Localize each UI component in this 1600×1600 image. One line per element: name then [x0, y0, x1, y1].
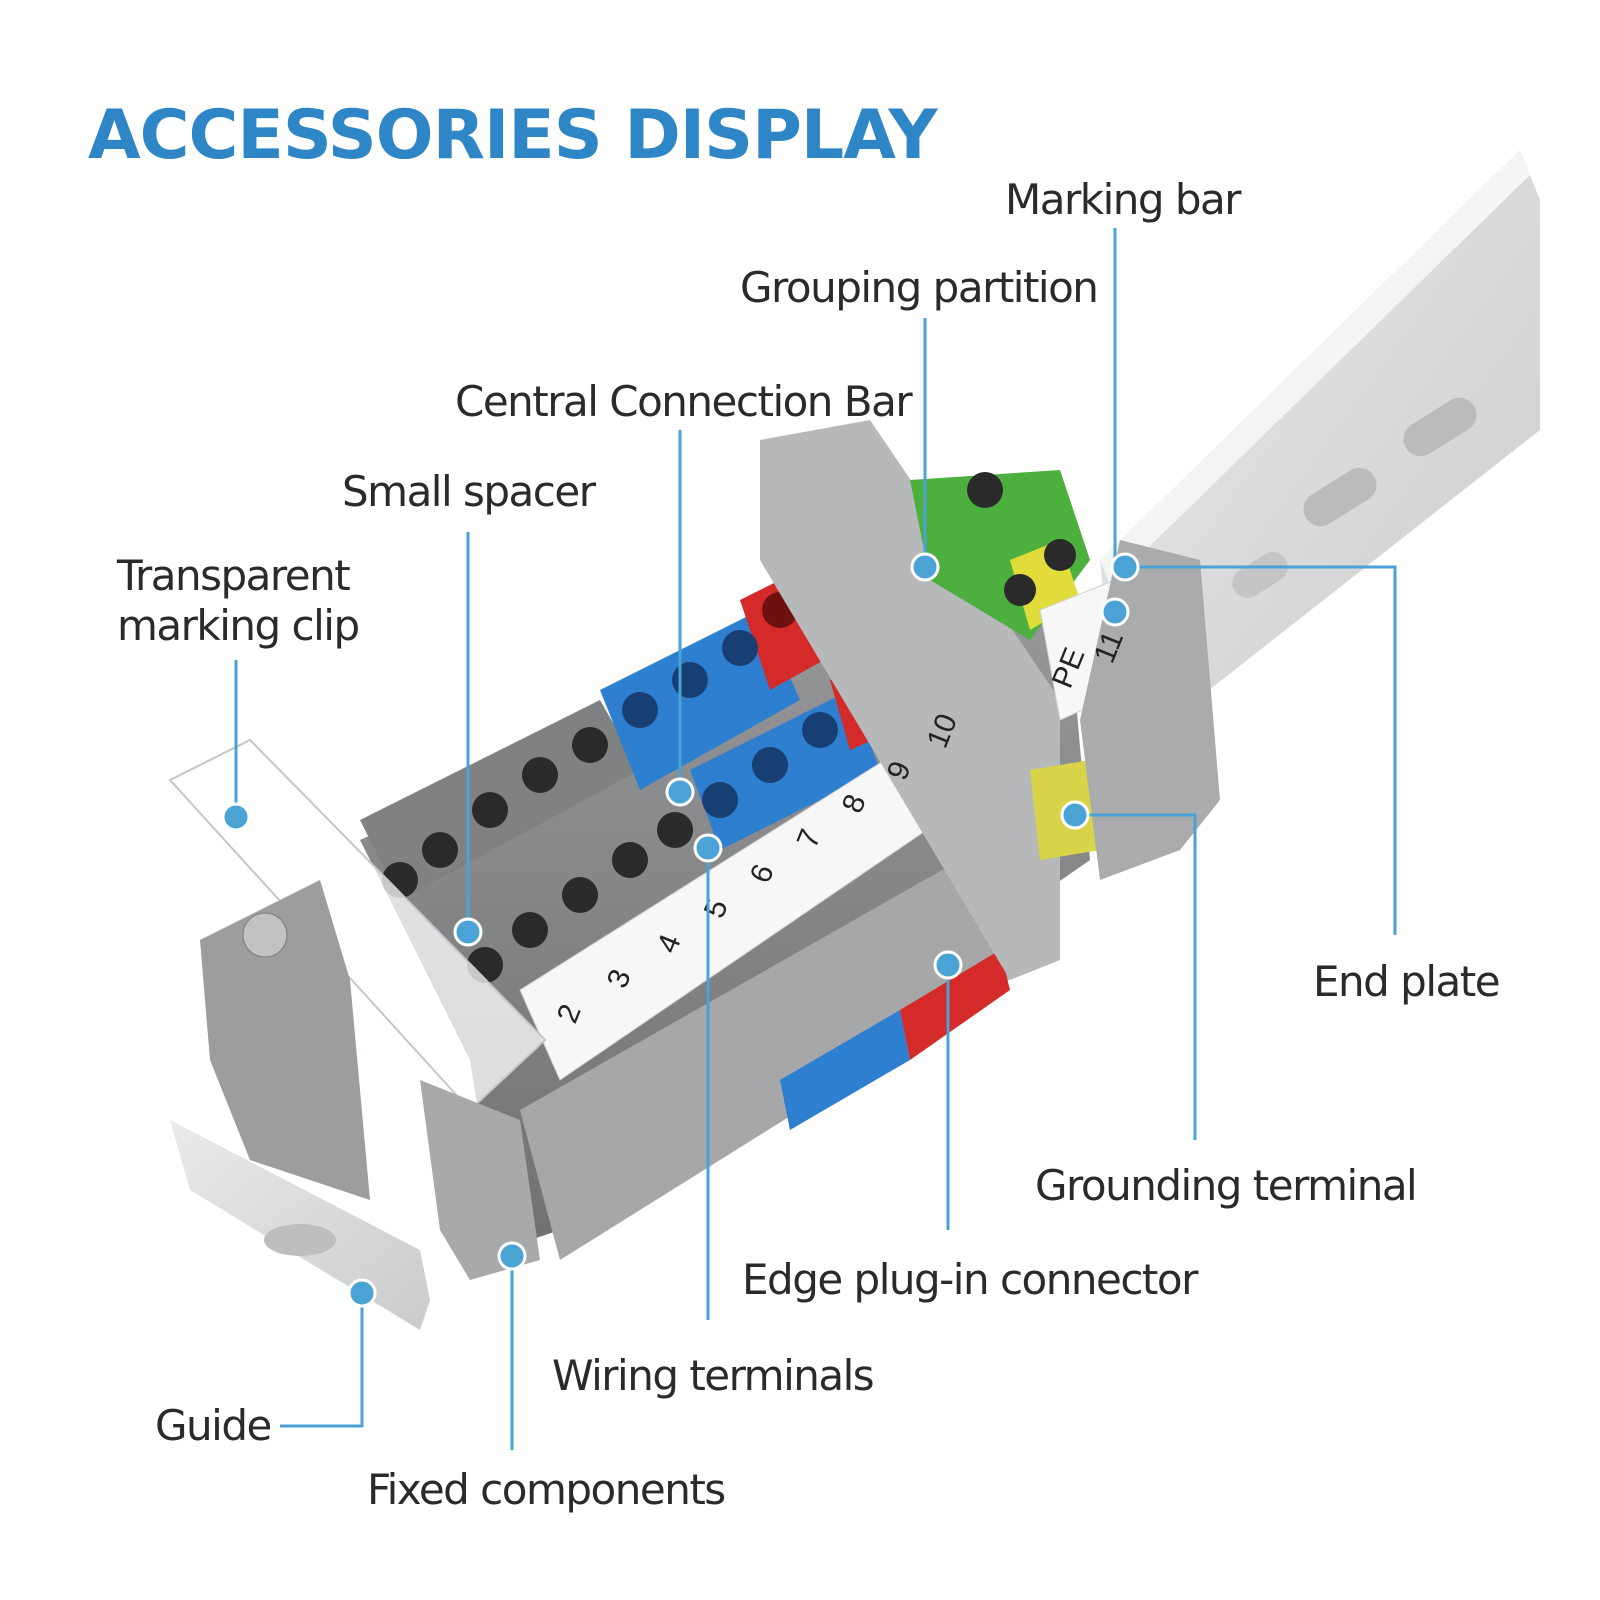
terminal-block-assembly — [168, 420, 1220, 1280]
page-title: ACCESSORIES DISPLAY — [88, 96, 938, 175]
label-transparent-marking-clip-line1: Transparent — [117, 551, 351, 600]
label-guide: Guide — [155, 1401, 272, 1450]
label-end-plate: End plate — [1313, 957, 1501, 1006]
label-central-connection-bar: Central Connection Bar — [455, 377, 913, 426]
label-grounding-terminal: Grounding terminal — [1035, 1161, 1418, 1210]
label-transparent-marking-clip-line2: marking clip — [117, 601, 360, 650]
label-grouping-partition: Grouping partition — [740, 263, 1099, 312]
label-wiring-terminals: Wiring terminals — [552, 1351, 875, 1400]
label-edge-plugin-connector: Edge plug-in connector — [742, 1255, 1198, 1304]
label-fixed-components: Fixed components — [367, 1465, 726, 1514]
label-small-spacer: Small spacer — [342, 467, 596, 516]
leader-lines — [234, 228, 1397, 1450]
leader-end-plate — [1125, 565, 1397, 935]
label-marking-bar: Marking bar — [1005, 175, 1242, 224]
leader-guide — [280, 1295, 364, 1428]
leader-grounding-terminal — [1075, 813, 1197, 1140]
leader-dots — [221, 552, 1140, 1308]
din-rail — [170, 150, 1540, 1330]
